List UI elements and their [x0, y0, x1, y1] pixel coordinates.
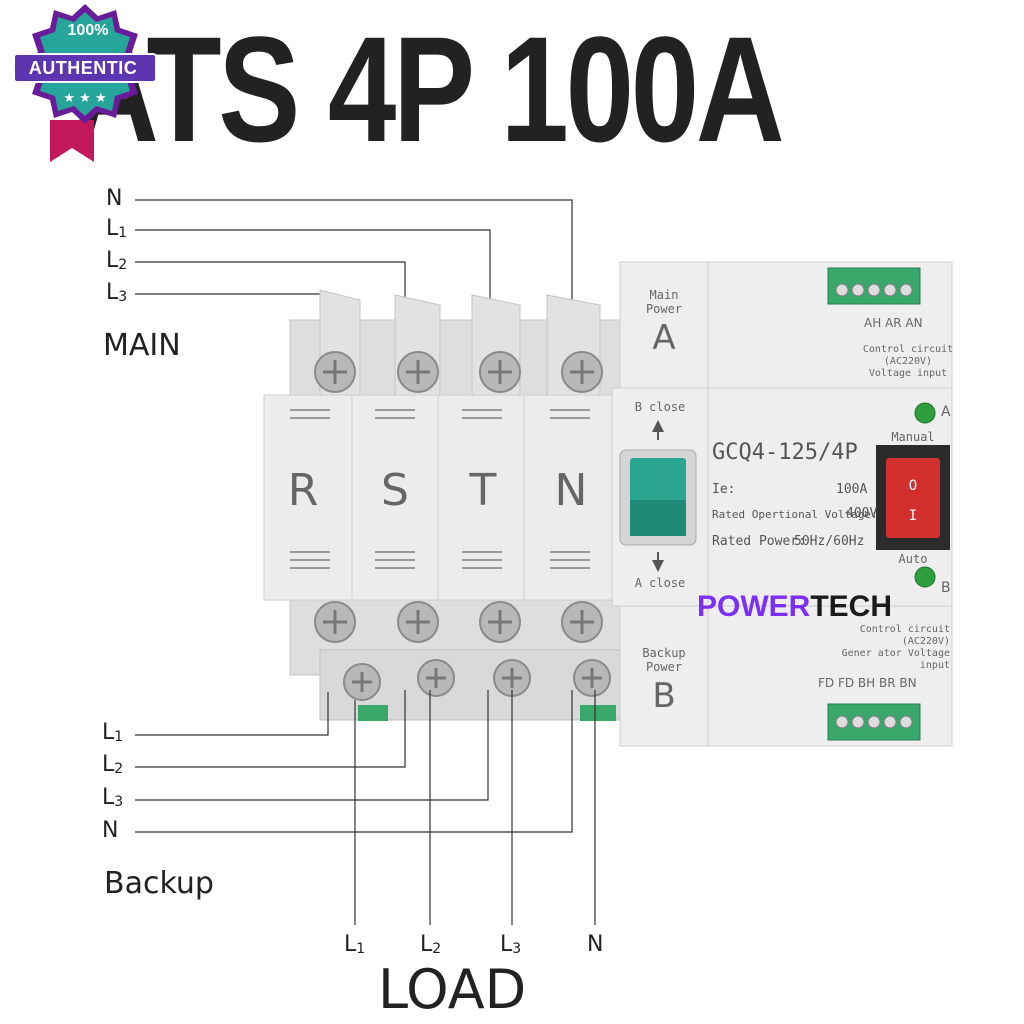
main-label: MAIN [103, 328, 181, 363]
led-b-icon [914, 566, 936, 588]
load-wiring [354, 690, 596, 925]
control-terminals [827, 267, 921, 741]
backup-wire-l3: L3 [102, 785, 124, 810]
backup-wiring [135, 690, 573, 833]
manual-auto-switch-icon [876, 445, 950, 550]
backup-module-letter: B [652, 676, 676, 716]
main-wire-n: N [106, 186, 123, 211]
main-wire-l2: L2 [106, 248, 128, 273]
badge-seal-icon: ★ ★ ★ [13, 4, 157, 162]
pole-r: R [287, 465, 319, 516]
switch-on-mark: I [908, 508, 918, 524]
spec-voltage-value: 400V [846, 506, 878, 521]
load-label: LOAD [378, 958, 527, 1021]
led-a-icon [914, 402, 936, 424]
main-module-letter: A [652, 318, 676, 358]
backup-label: Backup [104, 866, 214, 901]
top-terminal-desc: Control circuit(AC220V)Voltage input [862, 344, 954, 379]
backup-wire-l2: L2 [102, 752, 124, 777]
bottom-terminal-desc: Control circuit(AC220V)Gener ator Voltag… [841, 624, 950, 671]
indicator-a-label: A [941, 404, 951, 420]
main-wire-l3: L3 [106, 280, 128, 305]
spec-ie-label: Ie: [712, 482, 736, 497]
main-wire-l1: L1 [106, 216, 128, 241]
switch-manual-label: Manual [891, 430, 935, 444]
bottom-screws [314, 601, 621, 721]
brand-logo: POWERTECH [697, 590, 893, 623]
load-wire-l1: L1 [344, 932, 366, 957]
handle-top-label: B close [634, 400, 686, 414]
pole-s: S [381, 465, 409, 516]
spec-voltage-label: Rated Opertional Voltage: [712, 508, 878, 521]
load-wire-l3: L3 [500, 932, 522, 957]
load-wire-l2: L2 [420, 932, 442, 957]
switch-auto-label: Auto [898, 552, 928, 566]
bottom-terminal-labels: FD FD BH BR BN [818, 676, 917, 690]
badge-percent: 100% [67, 22, 109, 39]
backup-wire-l1: L1 [102, 720, 124, 745]
spec-power-label: Rated Power: [712, 534, 806, 549]
top-terminal-labels: AH AR AN [864, 316, 923, 330]
model-number: GCQ4-125/4P [712, 440, 858, 465]
transfer-handle-icon [619, 420, 697, 572]
backup-wire-n: N [102, 818, 119, 843]
pole-n: N [554, 465, 588, 516]
product-title: ATS 4P 100A [70, 5, 785, 173]
pole-t: T [469, 465, 497, 516]
switch-off-mark: O [908, 478, 918, 494]
handle-bottom-label: A close [634, 576, 686, 590]
spec-ie-value: 100A [836, 482, 868, 497]
spec-power-value: 50Hz/60Hz [794, 534, 865, 549]
authentic-badge: ★ ★ ★ [10, 2, 160, 162]
svg-text:★ ★ ★: ★ ★ ★ [63, 91, 106, 106]
indicator-b-label: B [941, 580, 951, 596]
badge-authentic: AUTHENTIC [28, 58, 138, 78]
top-screws [314, 351, 603, 393]
load-wire-n: N [587, 932, 604, 957]
